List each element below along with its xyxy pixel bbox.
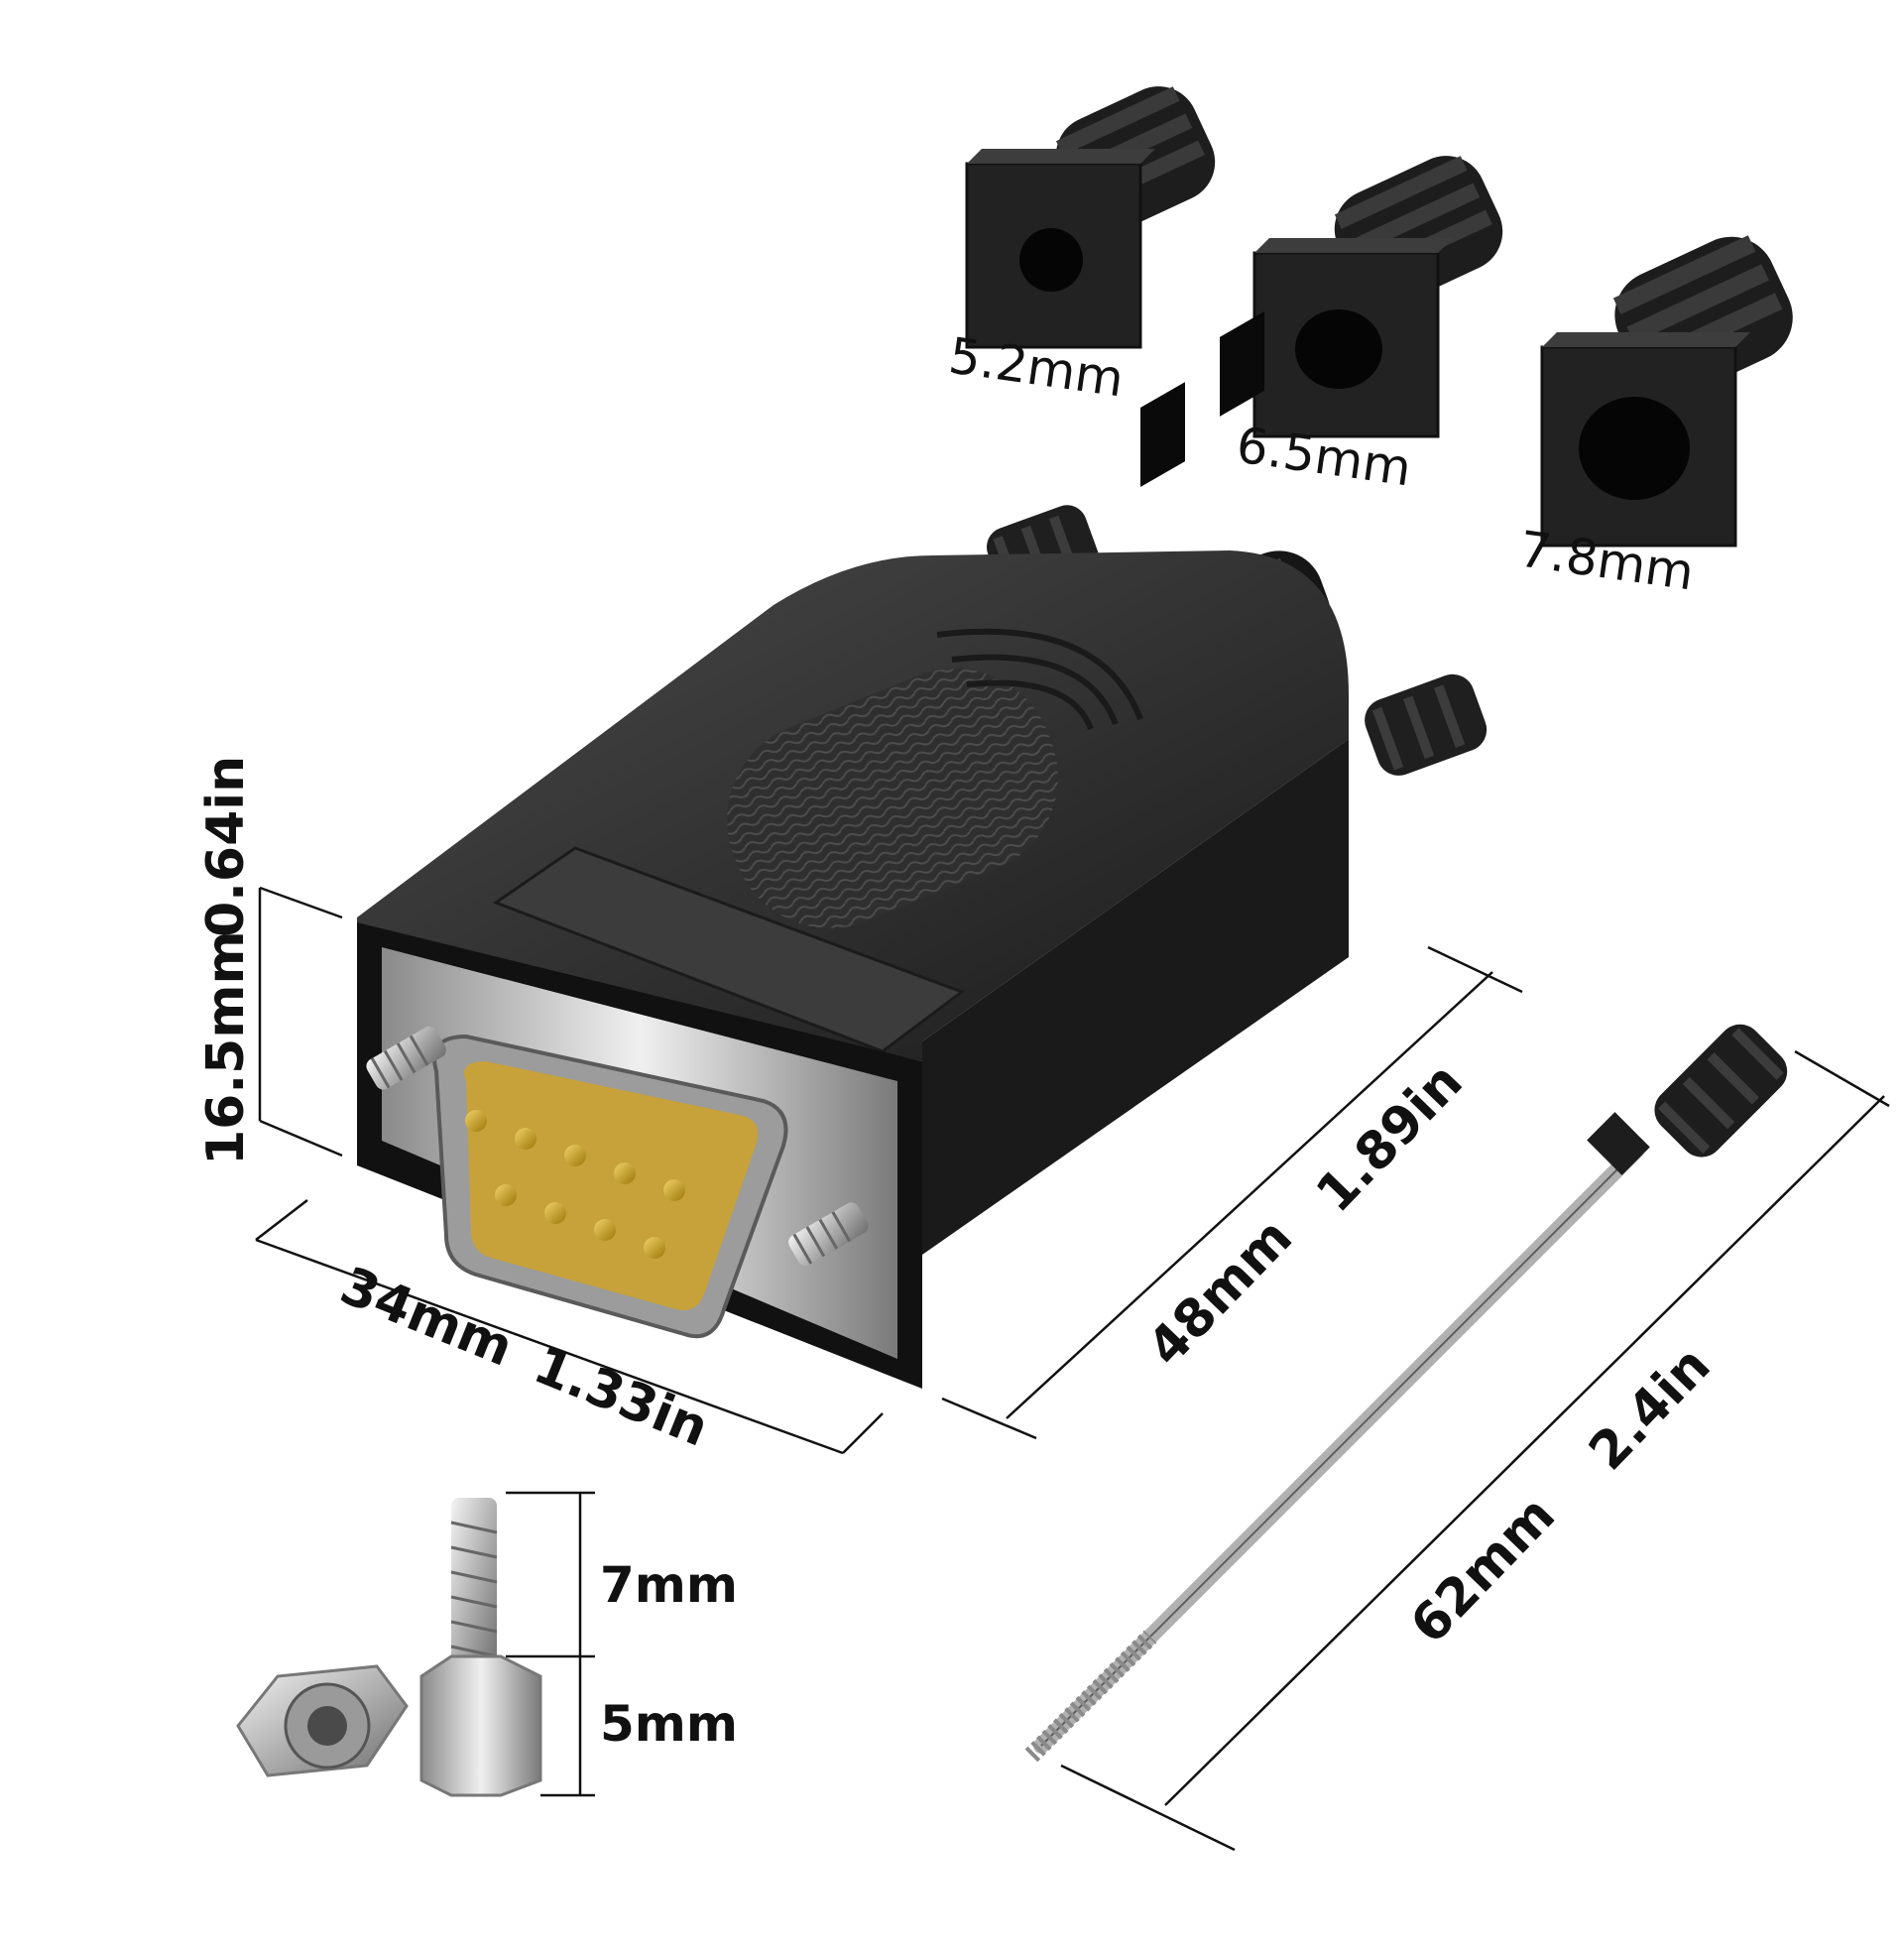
- grommet-5-2mm: [965, 86, 1216, 349]
- jack-screw-right: [788, 1202, 869, 1267]
- standoff-dimension: [506, 1491, 595, 1797]
- screw-length-in-label: 2.4in: [1578, 1336, 1722, 1482]
- grommet-6-5mm: [1252, 156, 1503, 438]
- jack-screw-left: [366, 1026, 446, 1090]
- height-mm-label: 16.5mm: [196, 930, 256, 1165]
- width-in-label: 1.33in: [526, 1335, 716, 1458]
- standoff-lying: [236, 1664, 409, 1777]
- screw-length-dimension: [1060, 1049, 1890, 1852]
- db9-connector: [357, 310, 1488, 1389]
- length-mm-label: 48mm: [1136, 1207, 1304, 1378]
- grommet-7-8mm: [1540, 235, 1793, 548]
- length-in-label: 1.89in: [1305, 1052, 1474, 1224]
- height-in-label: 0.64in: [196, 756, 256, 937]
- standoff-thread-label: 7mm: [600, 1556, 738, 1614]
- height-dimension: [258, 886, 343, 1158]
- standoff-upright: [419, 1498, 542, 1797]
- standoff-body-label: 5mm: [600, 1695, 738, 1753]
- screw-length-mm-label: 62mm: [1399, 1485, 1567, 1655]
- long-screw: [1024, 1024, 1788, 1763]
- length-dimension: [941, 945, 1523, 1440]
- width-dimension: [255, 1199, 884, 1455]
- rear-knob-right: [1365, 673, 1488, 776]
- connector-pins: [465, 1110, 685, 1259]
